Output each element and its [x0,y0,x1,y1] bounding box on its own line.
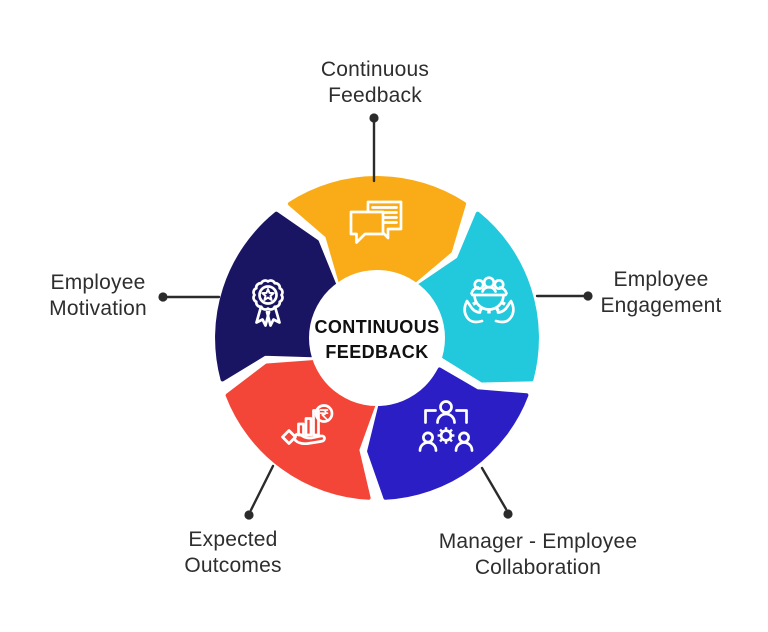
connector-line-bottom-left [249,464,275,512]
label-manager-employee-collaboration: Manager - Employee Collaboration [439,529,638,581]
chat-bubbles-icon [349,200,403,244]
label-line: Collaboration [474,556,602,579]
label-employee-engagement: Employee Engagement [600,267,721,319]
label-line: Motivation [49,297,147,320]
hand-growth-chart-icon [281,404,334,446]
connector-dot-top [369,113,379,123]
center-title-line2: FEEDBACK [325,342,429,362]
connector-dot-bottom-left [244,510,254,520]
center-title: CONTINUOUS FEEDBACK [297,315,457,365]
segment-manager-employee-collaboration [367,367,529,500]
label-line: Feedback [328,84,422,107]
center-circle [309,270,445,406]
label-line: Outcomes [184,554,282,577]
label-line: Manager - Employee [438,530,638,553]
label-line: Engagement [600,294,722,317]
hands-holding-team-icon [463,276,515,324]
label-continuous-feedback: Continuous Feedback [321,57,429,109]
connector-dot-left [158,292,168,302]
label-line: Continuous [320,58,430,81]
label-line: Employee [50,271,146,294]
center-title-line1: CONTINUOUS [314,317,440,337]
label-employee-motivation: Employee Motivation [49,270,147,322]
connector-dot-bottom-right [503,509,513,519]
label-line: Employee [613,268,709,291]
label-expected-outcomes: Expected Outcomes [184,527,281,579]
team-gear-icon [418,400,474,452]
connector-dot-right [583,291,593,301]
connector-line-bottom-right [480,466,508,511]
label-line: Expected [188,528,278,551]
award-medal-icon [252,279,284,327]
